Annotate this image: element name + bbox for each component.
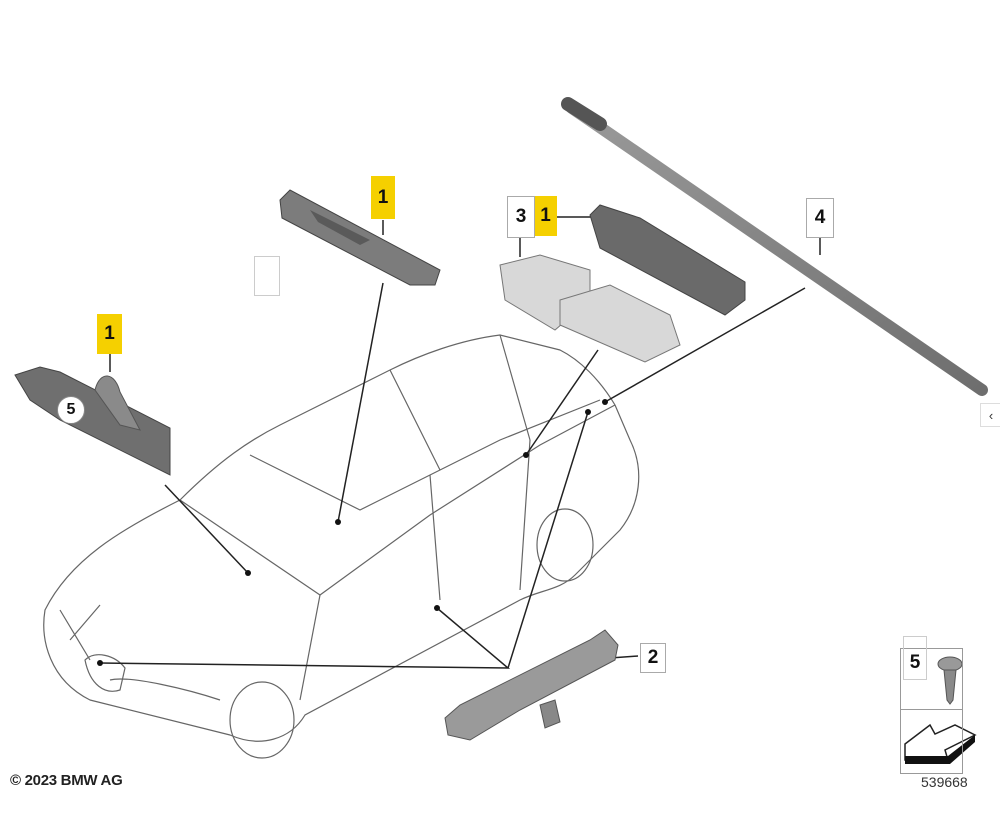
diagram-number: 539668 (921, 774, 968, 790)
callout-4[interactable]: 4 (806, 198, 834, 238)
antenna-rod (561, 97, 988, 396)
antenna-module-roof (279, 189, 441, 286)
antenna-module-rear (589, 204, 746, 316)
car-outline (43, 334, 640, 759)
screw-icon (937, 656, 963, 705)
callout-2[interactable]: 2 (640, 643, 666, 673)
callout-3[interactable]: 3 (507, 196, 535, 238)
connection-dots (97, 399, 608, 666)
bracket-holder (499, 254, 681, 363)
empty-callout-box (254, 256, 280, 296)
antenna-module-underbody (444, 629, 619, 741)
callout-1-roof[interactable]: 1 (371, 176, 395, 219)
callout-1-rear[interactable]: 1 (534, 196, 557, 236)
arrow-icon (904, 723, 977, 764)
copyright: © 2023 BMW AG (10, 772, 123, 789)
antenna-module-rear-left (14, 366, 171, 476)
empty-callout-box (903, 636, 927, 680)
callout-1-rear-left[interactable]: 1 (97, 314, 122, 354)
collapse-panel-button[interactable]: ‹ (980, 403, 1000, 427)
callout-5-screw[interactable]: 5 (57, 396, 85, 424)
legend-box (900, 648, 963, 774)
legend-callout-5[interactable]: 5 (909, 652, 921, 673)
